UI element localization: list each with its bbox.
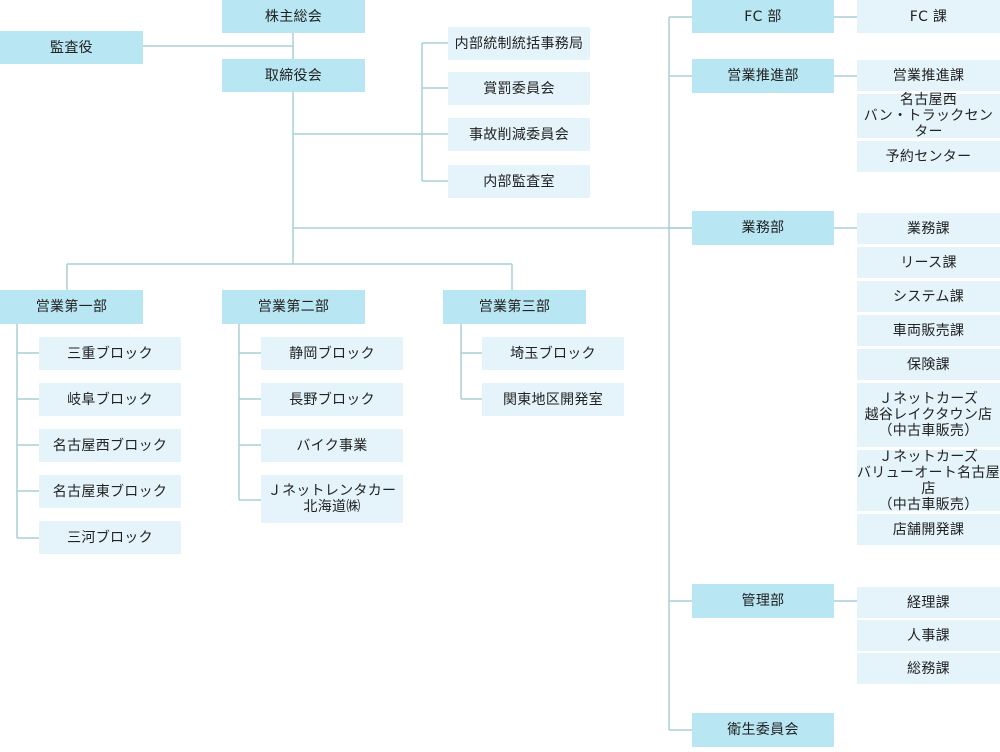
section-vehicle-sales: 車両販売課 — [857, 315, 1000, 346]
dept-fc: FC 部 — [692, 0, 834, 33]
block-kanto-development: 関東地区開発室 — [482, 383, 624, 416]
line-committees — [293, 42, 448, 182]
section-store-development: 店舗開発課 — [857, 514, 1000, 545]
section-system: システム課 — [857, 281, 1000, 312]
board-box: 取締役会 — [222, 59, 365, 92]
dept-administration: 管理部 — [692, 584, 834, 618]
committee-accident-reduction: 事故削減委員会 — [448, 118, 590, 151]
block-bike: バイク事業 — [261, 429, 403, 462]
block-nagoya-west: 名古屋西ブロック — [39, 429, 181, 462]
line-sales2-children — [238, 324, 261, 501]
section-reservation-center: 予約センター — [857, 141, 1000, 172]
dept-sales3: 営業第三部 — [443, 290, 586, 324]
line-sales3-children — [460, 324, 482, 400]
committee-internal-audit: 内部監査室 — [448, 165, 590, 198]
block-mikawa: 三河ブロック — [39, 521, 181, 554]
dept-sales-promotion: 営業推進部 — [692, 59, 834, 93]
line-right-branches — [669, 16, 692, 731]
section-lease: リース課 — [857, 247, 1000, 278]
line-sales-bar — [66, 263, 513, 290]
block-mie: 三重ブロック — [39, 337, 181, 370]
block-gifu: 岐阜ブロック — [39, 383, 181, 416]
section-nagoya-west-van-truck: 名古屋西 バン・トラックセンター — [857, 92, 1000, 140]
dept-sales2: 営業第二部 — [222, 290, 365, 324]
section-accounting: 経理課 — [857, 587, 1000, 618]
block-saitama: 埼玉ブロック — [482, 337, 624, 370]
dept-health-committee: 衛生委員会 — [692, 713, 834, 747]
committee-internal-control: 内部統制統括事務局 — [448, 27, 590, 60]
line-sales1-children — [16, 324, 39, 539]
committee-rewards-penalties: 賞罰委員会 — [448, 72, 590, 105]
section-fc: FC 課 — [857, 0, 1000, 33]
block-nagoya-east: 名古屋東ブロック — [39, 475, 181, 508]
dept-business: 業務部 — [692, 211, 834, 245]
section-sales-promotion: 営業推進課 — [857, 60, 1000, 91]
section-personnel: 人事課 — [857, 620, 1000, 651]
section-jnetcars-koshigaya: Ｊネットカーズ 越谷レイクタウン店 （中古車販売） — [857, 383, 1000, 447]
section-jnetcars-nagoya: Ｊネットカーズ バリューオート名古屋店 （中古車販売） — [857, 448, 1000, 513]
shareholders-box: 株主総会 — [222, 0, 365, 33]
section-insurance: 保険課 — [857, 349, 1000, 380]
auditor-box: 監査役 — [0, 31, 143, 64]
block-shizuoka: 静岡ブロック — [261, 337, 403, 370]
block-nagano: 長野ブロック — [261, 383, 403, 416]
section-general-affairs: 総務課 — [857, 653, 1000, 684]
dept-sales1: 営業第一部 — [0, 290, 143, 324]
section-business: 業務課 — [857, 213, 1000, 244]
block-jnet-rentacar-hokkaido: Ｊネットレンタカー 北海道㈱ — [261, 475, 403, 523]
